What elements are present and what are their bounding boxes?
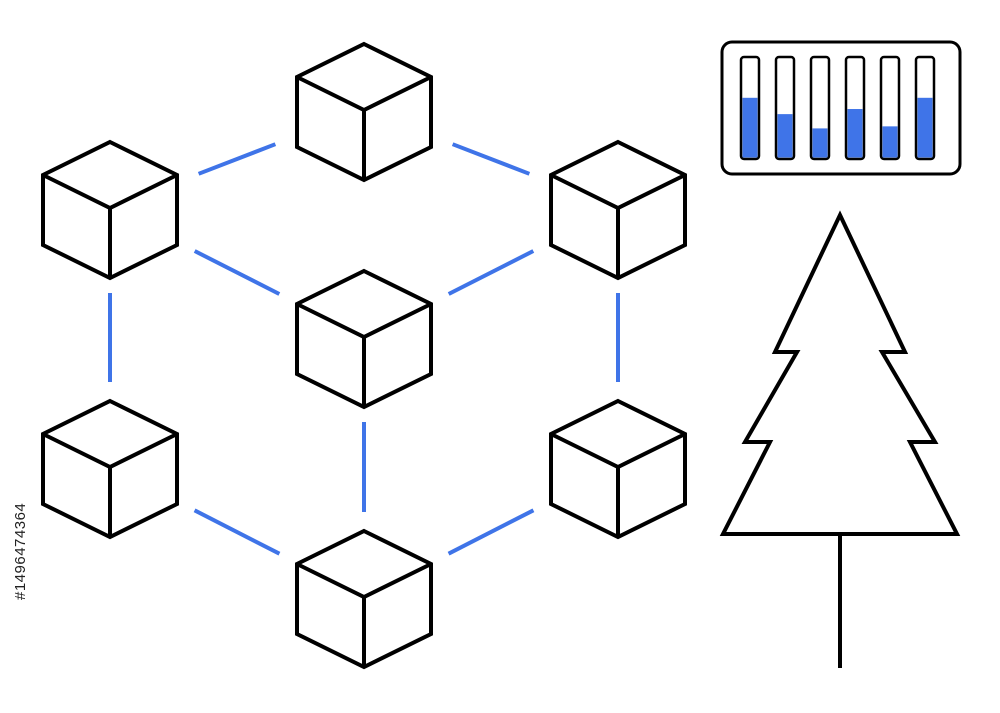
cube-outline: [295, 41, 433, 183]
cube-icon: [41, 139, 179, 281]
cube-outline: [549, 398, 687, 540]
equalizer-level-bar: [917, 97, 933, 158]
cube-outline: [41, 398, 179, 540]
cube-icon: [549, 139, 687, 281]
stock-id-text: #1496474364: [12, 502, 29, 600]
cube-icon: [295, 268, 433, 410]
cube-icon: [41, 398, 179, 540]
link-lower-left-to-bottom: [193, 508, 281, 556]
equalizer-level-bar: [777, 114, 793, 158]
cube-outline: [295, 528, 433, 670]
cube-icon: [295, 41, 433, 183]
network-blocks: [41, 41, 687, 670]
equalizer-frame: [720, 40, 962, 176]
cube-icon: [295, 528, 433, 670]
cube-outline: [549, 139, 687, 281]
equalizer-level-bar: [882, 126, 898, 158]
link-upper-left-to-center: [193, 249, 281, 296]
cube-outline: [295, 268, 433, 410]
network-links: [108, 142, 620, 556]
tree-crown: [719, 210, 961, 536]
cube-outline: [41, 139, 179, 281]
cube-icon: [549, 398, 687, 540]
pine-tree-icon: [719, 210, 961, 668]
link-top-to-upper-right: [451, 142, 531, 176]
link-bottom-to-lower-right: [447, 508, 535, 556]
equalizer-level-bar: [847, 109, 863, 158]
link-center-to-upper-right: [447, 249, 535, 296]
equalizer-level-bar: [742, 97, 758, 158]
equalizer-level-bar: [812, 128, 828, 158]
link-upper-left-to-top: [197, 142, 277, 176]
equalizer-panel-icon: [720, 40, 962, 176]
